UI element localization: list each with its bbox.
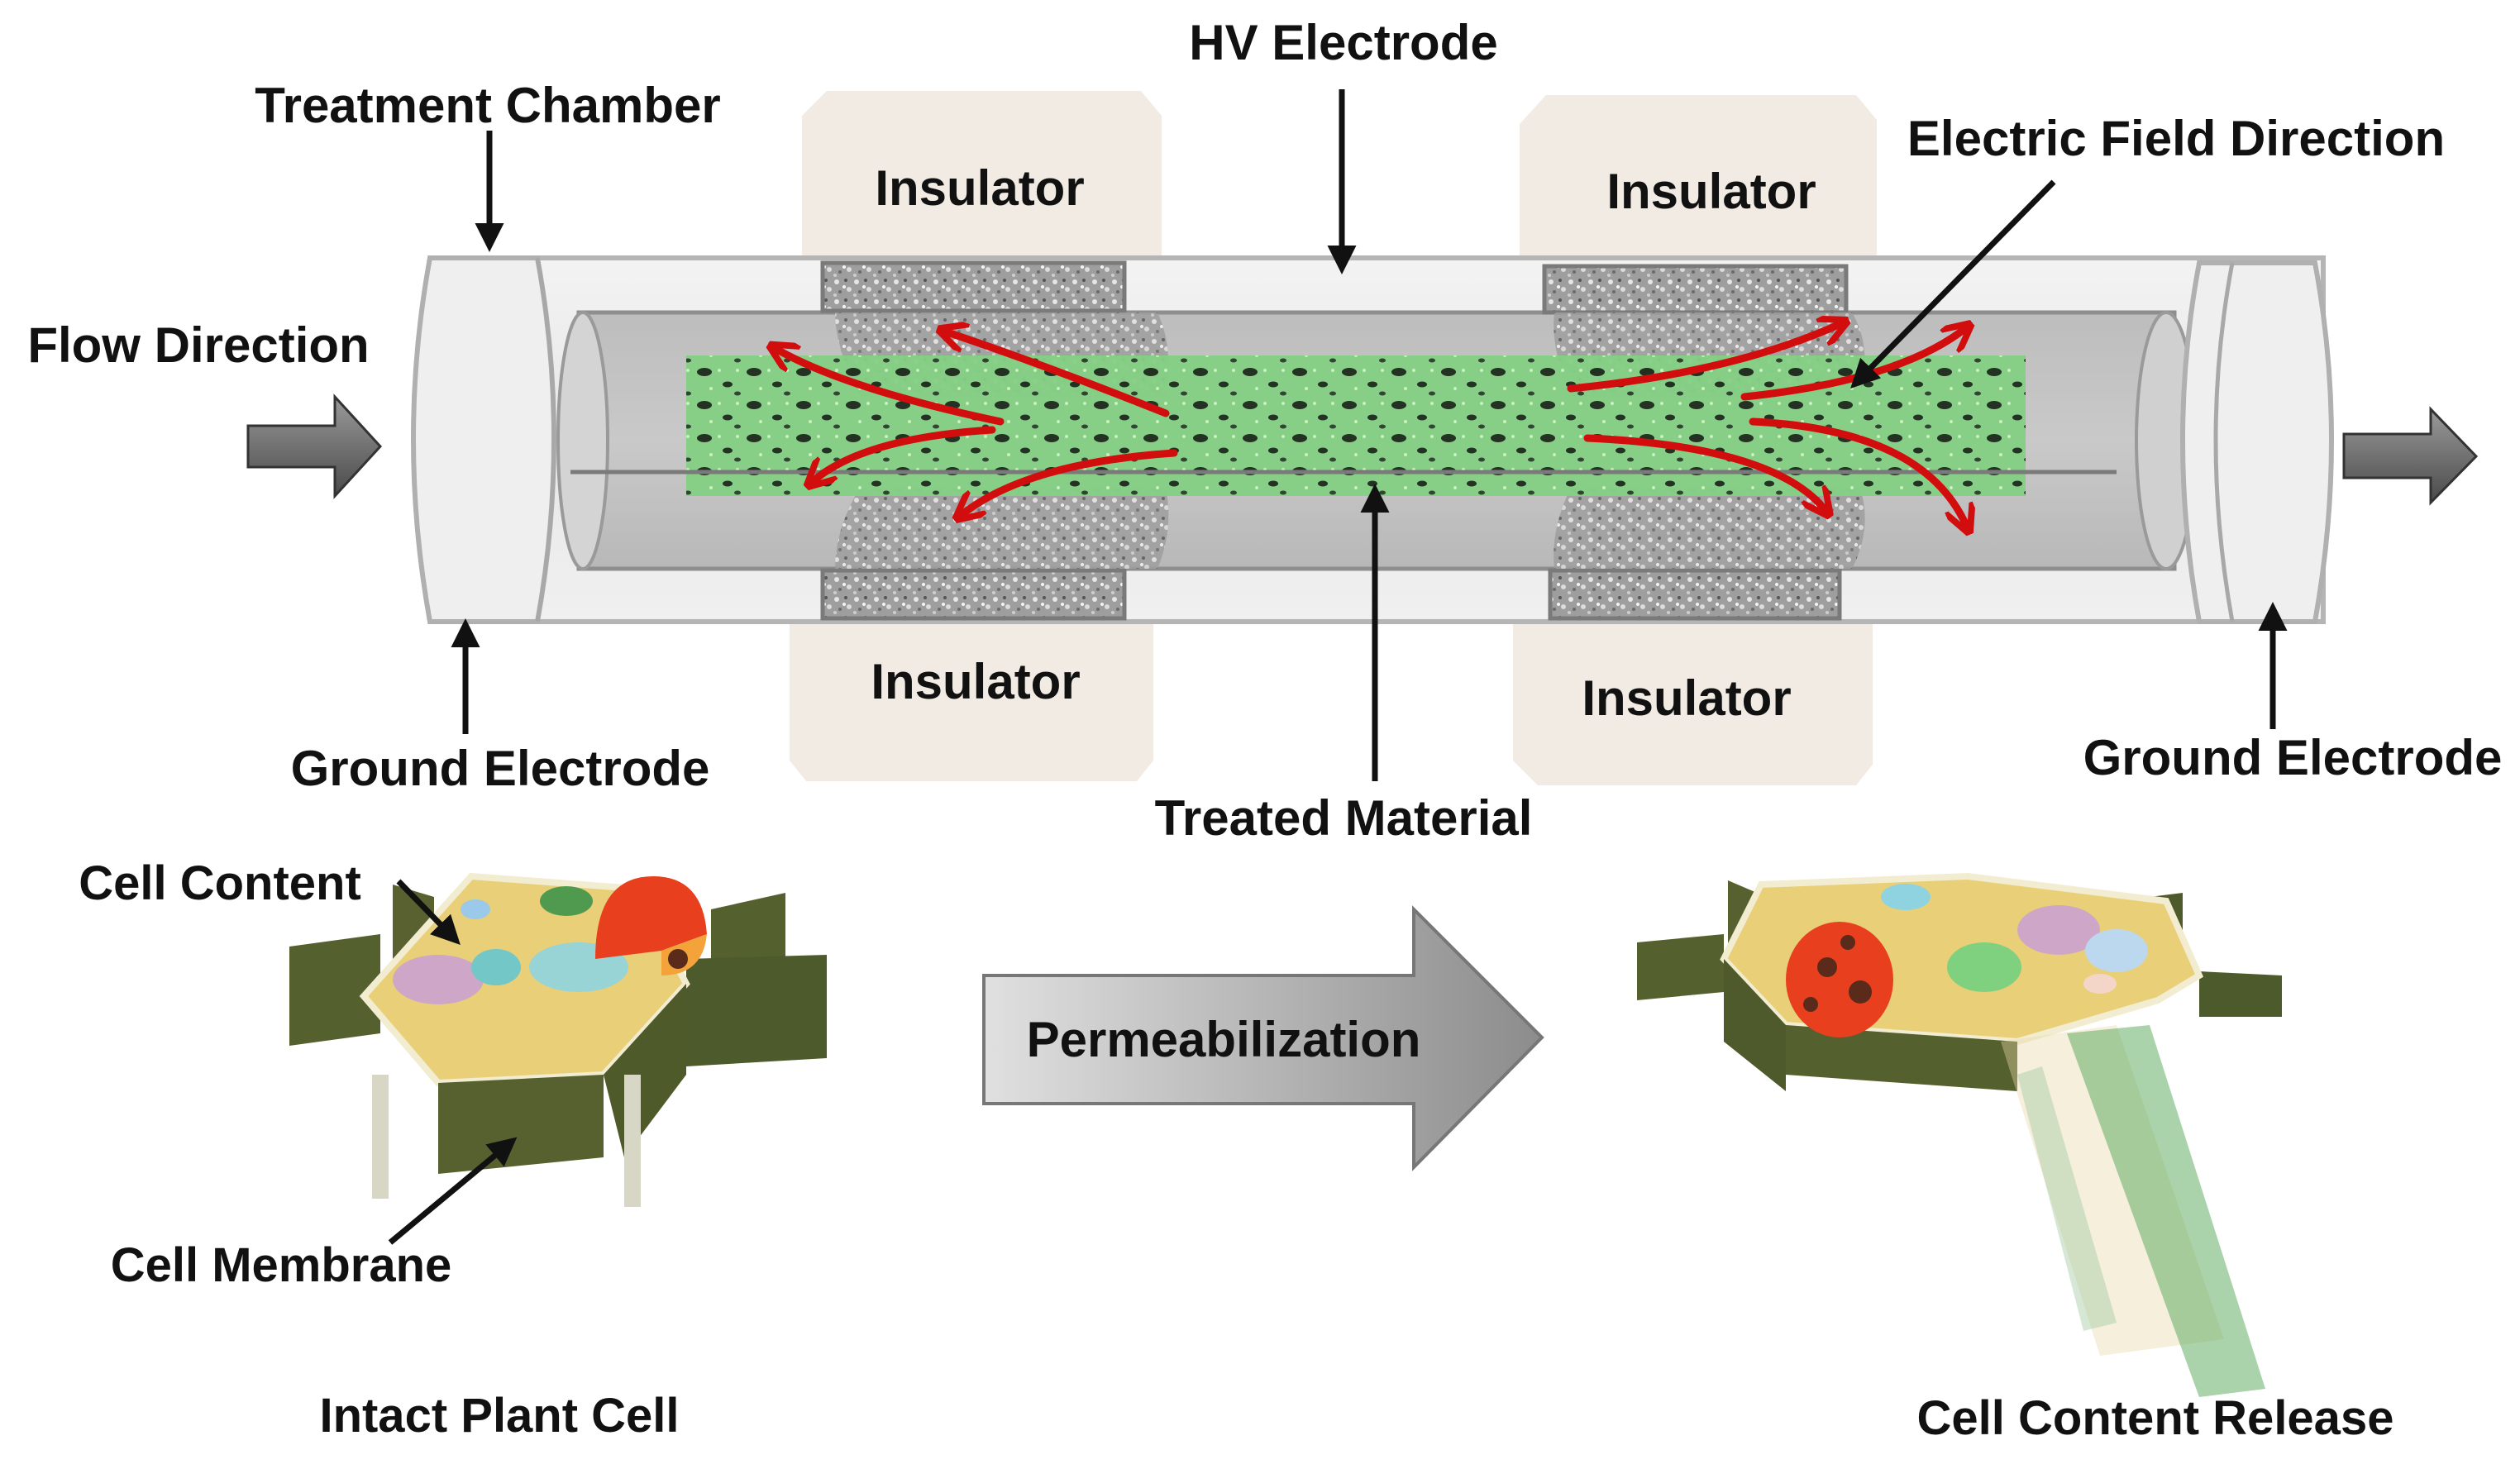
hv-electrode-band-right-bottom — [1548, 568, 1842, 621]
treatment-chamber-label: Treatment Chamber — [255, 78, 721, 133]
cell-content-label: Cell Content — [79, 856, 361, 910]
insulator-bottom-right: Insulator — [1513, 624, 1873, 785]
intact-plant-cell-label: Intact Plant Cell — [319, 1389, 679, 1443]
insulator-bottom-left-label: Insulator — [871, 654, 1080, 709]
hv-electrode-band-left — [820, 260, 1127, 313]
insulator-top-right: Insulator — [1520, 95, 1877, 260]
flow-out-arrow-icon — [2342, 406, 2479, 506]
insulator-top-right-label: Insulator — [1606, 164, 1816, 219]
insulator-bottom-left: Insulator — [790, 620, 1153, 781]
flow-direction-label: Flow Direction — [27, 317, 369, 373]
ground-electrode-right-cap — [2180, 260, 2334, 624]
hv-electrode-band-right — [1542, 264, 1849, 315]
cell-membrane-label: Cell Membrane — [111, 1238, 452, 1292]
hv-electrode-band-left-bottom — [820, 568, 1127, 621]
intact-plant-cell — [289, 872, 827, 1207]
permeabilized-plant-cell — [1637, 872, 2282, 1091]
hv-electrode-label: HV Electrode — [1189, 15, 1497, 70]
insulator-bottom-right-label: Insulator — [1582, 670, 1791, 726]
treatment-chamber — [411, 255, 2334, 624]
released-cell-content — [2001, 1025, 2265, 1397]
ground-electrode-left-cap — [411, 255, 556, 624]
permeabilization-label: Permeabilization — [1027, 1012, 1421, 1067]
electric-field-direction-label: Electric Field Direction — [1907, 111, 2445, 166]
insulator-top-left: Insulator — [802, 91, 1162, 256]
insulator-top-left-label: Insulator — [875, 160, 1084, 216]
ground-electrode-left-label: Ground Electrode — [291, 741, 710, 796]
treated-material — [686, 355, 2026, 496]
permeabilization-arrow: Permeabilization — [982, 905, 1544, 1171]
ground-electrode-right-label: Ground Electrode — [2083, 730, 2503, 785]
electric-field-arrows — [773, 322, 1968, 529]
flow-in-arrow-icon — [246, 393, 383, 499]
cell-content-release-label: Cell Content Release — [1917, 1391, 2394, 1445]
treated-material-label: Treated Material — [1155, 790, 1533, 846]
